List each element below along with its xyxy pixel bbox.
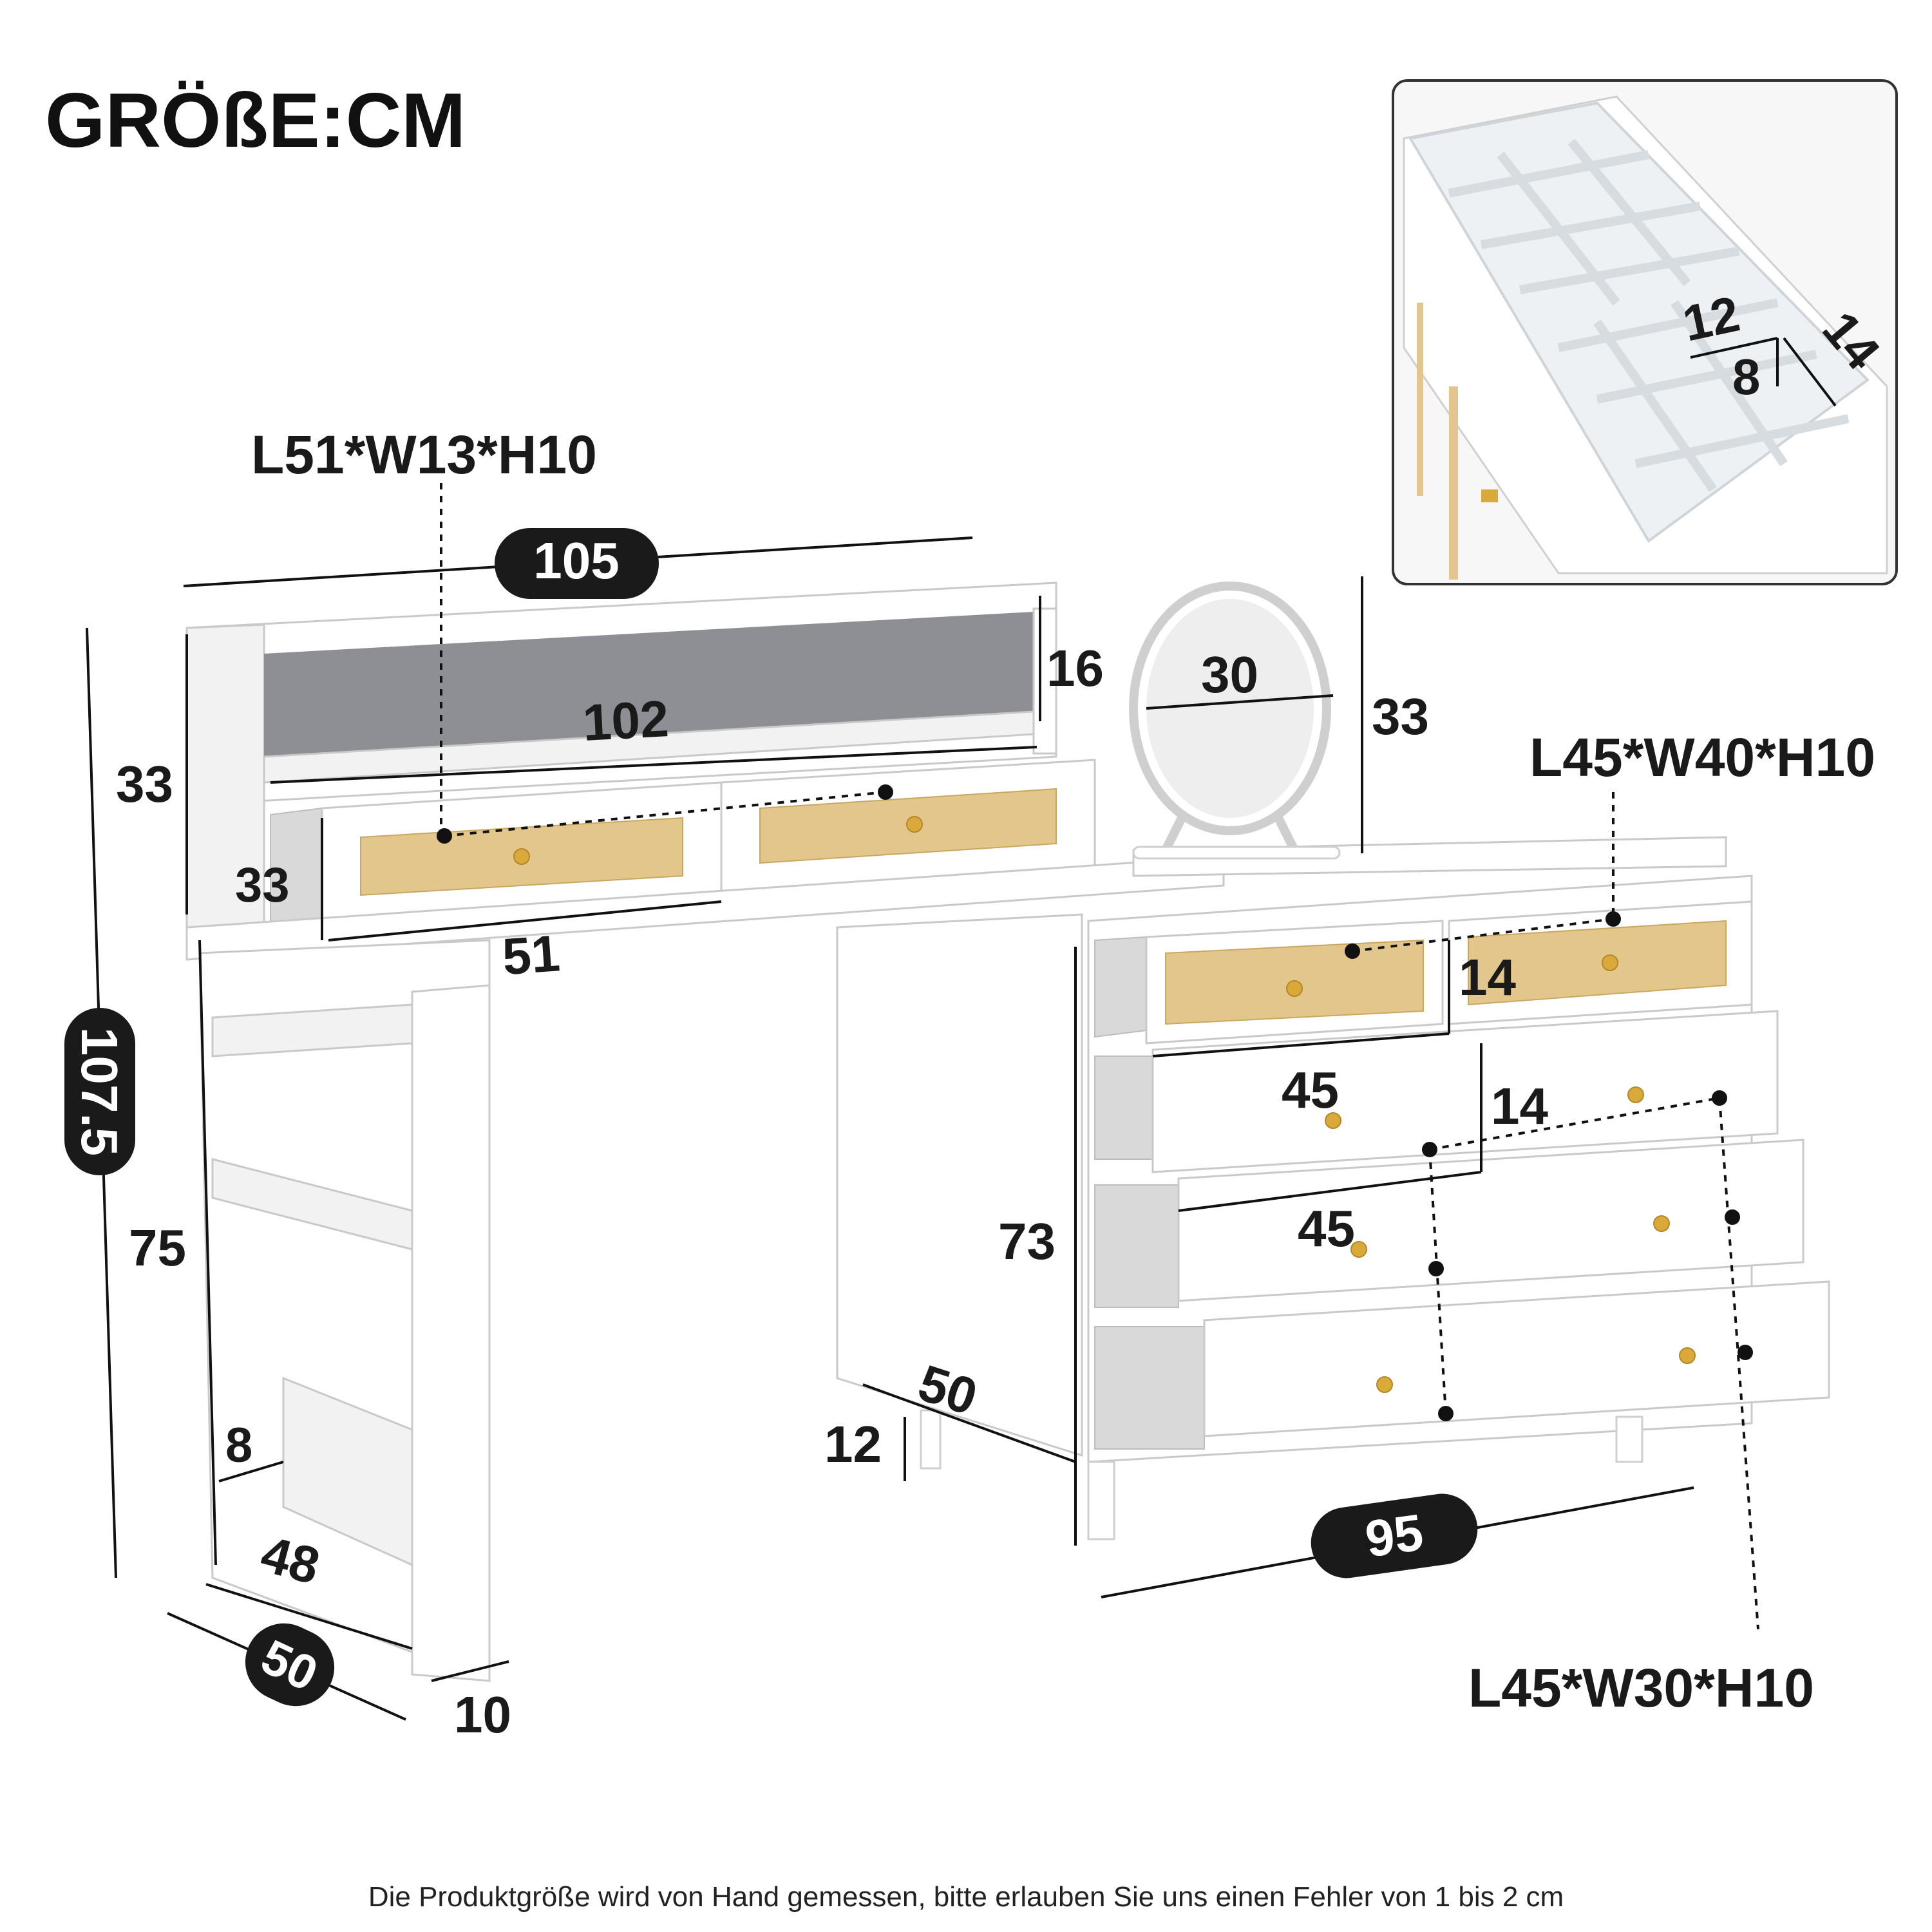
hutch-shelf <box>185 582 1057 929</box>
pill-total-width: 105 <box>495 528 659 599</box>
label-drawer1-width: 45 <box>1282 1061 1339 1119</box>
label-drawer1-height: 14 <box>1459 949 1516 1006</box>
inset-organizer-view: 12 8 14 <box>1392 79 1898 585</box>
label-top-drawer-size: L51*W13*H10 <box>251 424 597 485</box>
pill-cabinet-width: 95 <box>1311 1493 1478 1578</box>
desk <box>185 836 1727 1683</box>
svg-text:107.5: 107.5 <box>71 1027 128 1156</box>
label-leg-height: 12 <box>824 1416 882 1473</box>
label-top-drawer-width: 51 <box>500 924 562 985</box>
label-shelf-height: 16 <box>1046 639 1104 697</box>
dresser-cabinet <box>920 875 1830 1540</box>
label-mirror-height: 33 <box>1372 688 1429 745</box>
label-side-shelf-depth: 8 <box>225 1418 252 1473</box>
label-top-drawer-height: 33 <box>235 858 290 913</box>
inset-label-12: 12 <box>1678 285 1744 352</box>
top-drawer-right <box>720 759 1096 903</box>
label-hutch-height: 33 <box>116 755 173 813</box>
footnote: Die Produktgröße wird von Hand gemessen,… <box>368 1881 1564 1913</box>
page-title: GRÖßE:CM <box>45 77 466 164</box>
label-drawer2-height: 14 <box>1491 1077 1548 1135</box>
label-desk-height: 75 <box>129 1219 186 1276</box>
pill-total-height: 107.5 <box>64 1008 135 1175</box>
label-lower-drawer-size: L45*W30*H10 <box>1468 1658 1814 1718</box>
svg-text:95: 95 <box>1362 1503 1427 1568</box>
round-mirror <box>1129 582 1341 860</box>
label-drawer2-width: 45 <box>1298 1200 1355 1257</box>
label-mirror-width: 30 <box>1201 646 1258 703</box>
svg-text:105: 105 <box>533 532 619 589</box>
label-cabinet-height: 73 <box>998 1213 1056 1270</box>
label-upper-drawer-size: L45*W40*H10 <box>1530 727 1875 788</box>
label-leg-panel: 10 <box>454 1686 511 1743</box>
inset-label-8: 8 <box>1732 348 1760 405</box>
label-shelf-width: 102 <box>582 690 670 752</box>
pill-desk-depth: 50 <box>245 1623 335 1707</box>
